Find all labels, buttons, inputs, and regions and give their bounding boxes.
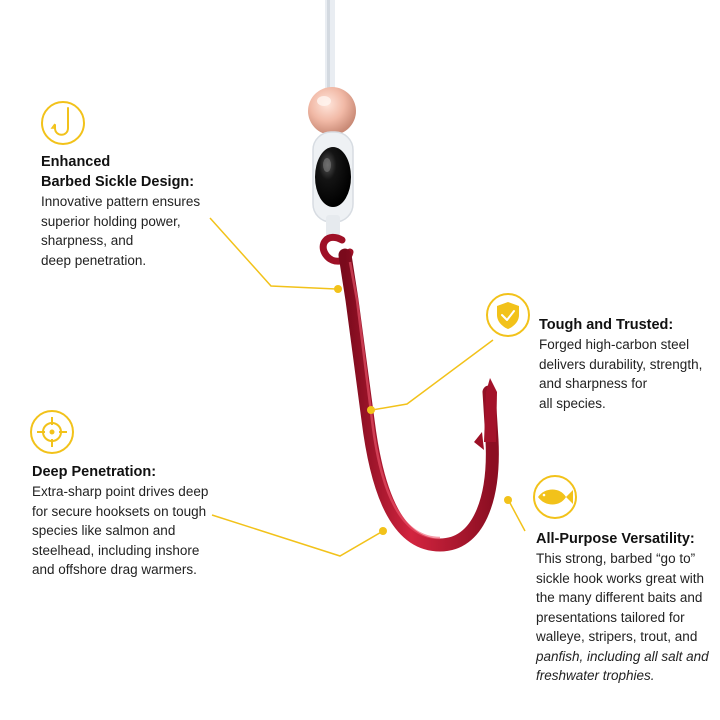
feature-all-purpose: All-Purpose Versatility: This strong, ba…: [536, 529, 718, 686]
feature-deep-penetration: Deep Penetration: Extra-sharp point driv…: [32, 462, 252, 580]
feature-tough-trusted: Tough and Trusted: Forged high-carbon st…: [539, 315, 717, 413]
feature-title: Deep Penetration:: [32, 464, 157, 480]
fish-icon: [533, 475, 577, 519]
feature-body-line: deep penetration.: [41, 252, 147, 268]
feature-body-line: sickle hook works great with: [536, 570, 705, 586]
feature-body-line: This strong, barbed “go to”: [536, 551, 696, 566]
feature-title: Barbed Sickle Design:: [41, 174, 195, 190]
red-hook: [319, 233, 499, 552]
fishing-line: [325, 0, 335, 95]
shield-check-icon: [486, 293, 530, 337]
feature-body-line: and sharpness for: [539, 376, 648, 391]
feature-body-line: and offshore drag warmers.: [32, 562, 197, 577]
leader-lines: [209, 217, 526, 557]
feature-title: Tough and Trusted:: [539, 317, 674, 333]
leader-dots: [334, 285, 512, 535]
crosshair-icon: [30, 410, 74, 454]
feature-title: Enhanced: [41, 154, 111, 170]
feature-title: All-Purpose Versatility:: [536, 531, 695, 547]
feature-body-line: all species.: [539, 395, 606, 411]
feature-body-line: Forged high-carbon steel: [539, 337, 690, 352]
feature-sickle-design: Enhanced Barbed Sickle Design: Innovativ…: [41, 152, 261, 270]
feature-body-line: superior holding power,: [41, 213, 181, 229]
feature-body-line: presentations tailored for: [536, 609, 685, 625]
feature-body-line: steelhead, including inshore: [32, 542, 200, 558]
black-bead: [312, 131, 354, 237]
feature-body-line: species like salmon and: [32, 523, 176, 538]
feature-body-line: delivers durability, strength,: [539, 356, 703, 372]
hook-icon: [41, 101, 85, 145]
feature-body-italic-line: panfish, including all salt and: [536, 648, 709, 664]
feature-body-line: for secure hooksets on tough: [32, 503, 207, 519]
feature-body-line: sharpness, and: [41, 233, 134, 248]
feature-body-line: walleye, stripers, trout, and: [536, 629, 698, 644]
feature-body-italic-line: freshwater trophies.: [536, 668, 655, 683]
pink-bead: [308, 87, 356, 135]
feature-body-line: Innovative pattern ensures: [41, 194, 201, 209]
feature-body-line: the many different baits and: [536, 590, 703, 605]
feature-body-line: Extra-sharp point drives deep: [32, 484, 209, 499]
